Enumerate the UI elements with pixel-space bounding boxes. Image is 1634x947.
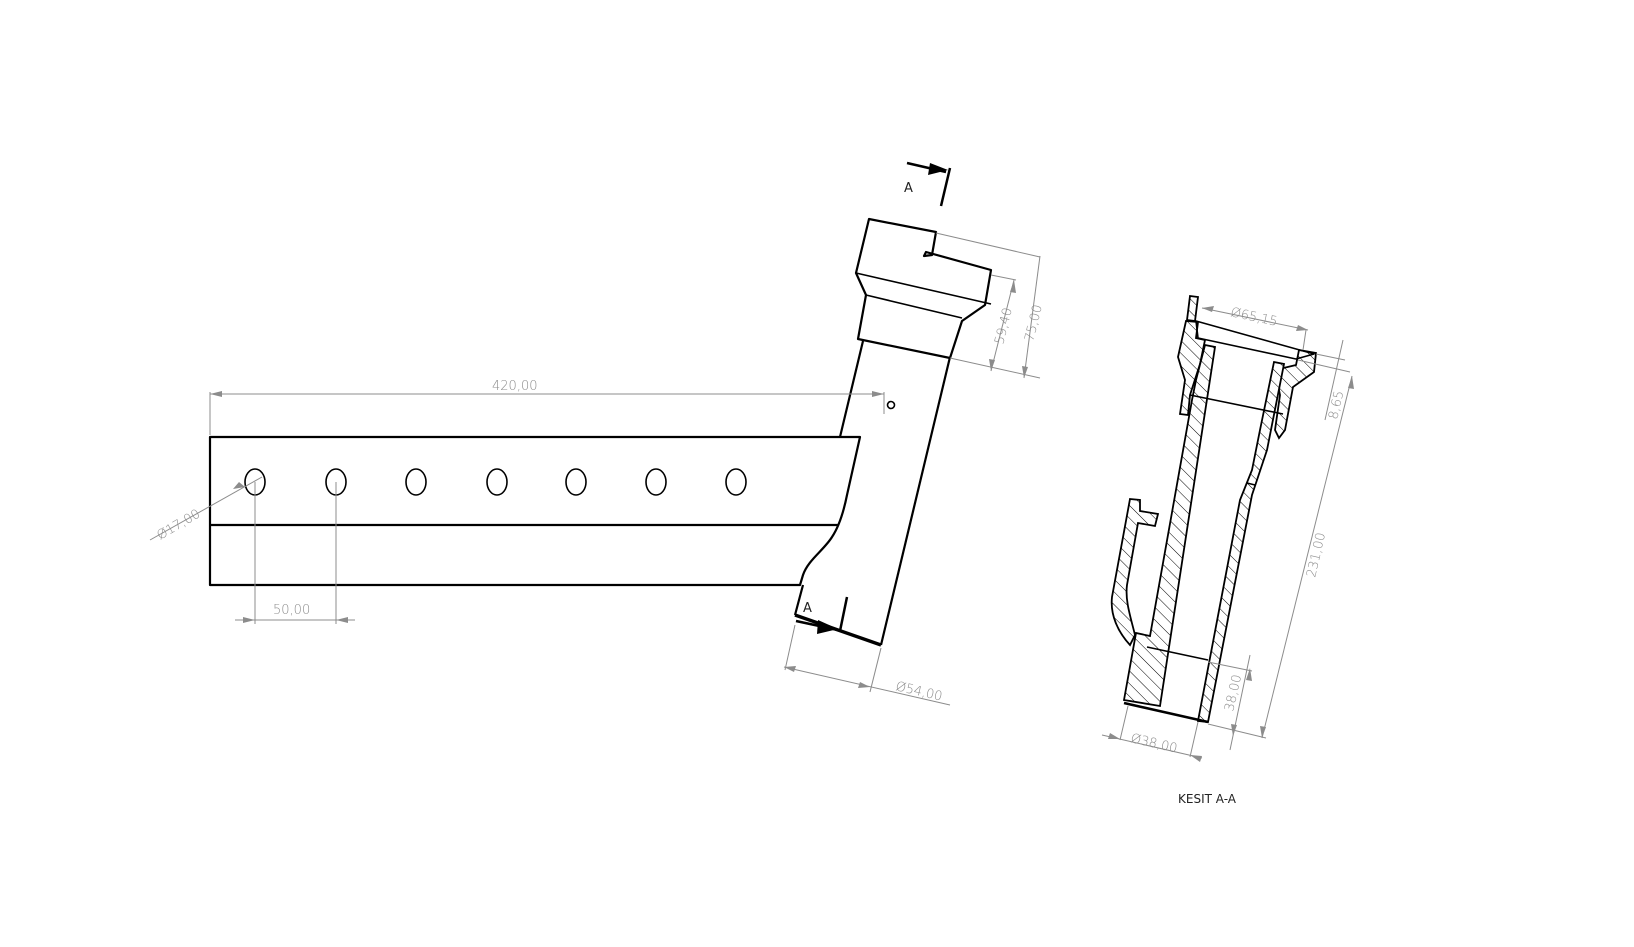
section-marker-top: A	[904, 161, 952, 207]
inner-step-line	[1189, 394, 1284, 415]
small-hole	[886, 400, 896, 410]
collar-line	[855, 272, 992, 305]
tube-wall-right	[1196, 360, 1286, 723]
dim-50: 50,00	[273, 603, 310, 618]
pipe-right-edge	[879, 356, 952, 646]
dim-pipe-diameter: Ø54,00	[894, 679, 944, 704]
dim-hole-diameter: Ø17,00	[155, 507, 204, 544]
hole-row	[244, 468, 747, 496]
bar-outline	[208, 435, 862, 587]
dimension-collar-heights: 59,40 75,00	[935, 232, 1046, 379]
dim-231: 231,00	[1304, 531, 1329, 579]
dimension-hole-diameter: Ø17,00	[149, 476, 263, 544]
inner-bore-line	[1146, 646, 1209, 661]
dimension-pipe-diameter: Ø54,00	[783, 624, 951, 706]
front-view: A A 420,00 Ø17,00 50,00	[149, 161, 1046, 706]
dim-65-15: Ø65,15	[1229, 305, 1279, 330]
dim-75: 75,00	[1022, 303, 1046, 343]
dimension-hole-spacing: 50,00	[235, 482, 355, 624]
hole	[405, 468, 427, 496]
inclined-pipe	[793, 217, 993, 647]
section-label-a-top: A	[904, 181, 913, 196]
groove-line	[1246, 482, 1256, 486]
dim-8-65: 8,65	[1326, 389, 1347, 421]
dimension-overall-length: 420,00	[209, 379, 885, 435]
dim-59-40: 59,40	[992, 306, 1016, 346]
section-label-a-bottom: A	[803, 601, 812, 616]
dim-38-diameter: Ø38,00	[1129, 731, 1179, 756]
pipe-left-edge-lower	[793, 584, 805, 616]
flange-tab	[1185, 294, 1200, 323]
hole	[565, 468, 587, 496]
bottom-edge	[1123, 701, 1209, 724]
collar-line	[865, 294, 963, 319]
dimension-bore-diameter: Ø38,00	[1101, 705, 1203, 762]
dim-420: 420,00	[492, 379, 538, 394]
hole	[486, 468, 508, 496]
hole	[645, 468, 667, 496]
tube-wall-left	[1122, 343, 1217, 708]
section-marker-bottom: A	[795, 596, 849, 634]
section-title: KESIT A-A	[1178, 792, 1237, 806]
section-view-a-a: Ø65,15 8,65 231,00 38,00	[1101, 294, 1354, 806]
flange-top-face	[1195, 320, 1315, 360]
dimension-flange-offset: 8,65	[1297, 339, 1351, 421]
hole	[725, 468, 747, 496]
pipe-left-edge	[838, 340, 865, 438]
dimension-bore-depth: 38,00	[1207, 654, 1253, 751]
side-handle	[1110, 498, 1160, 647]
perforated-bar	[208, 435, 862, 587]
